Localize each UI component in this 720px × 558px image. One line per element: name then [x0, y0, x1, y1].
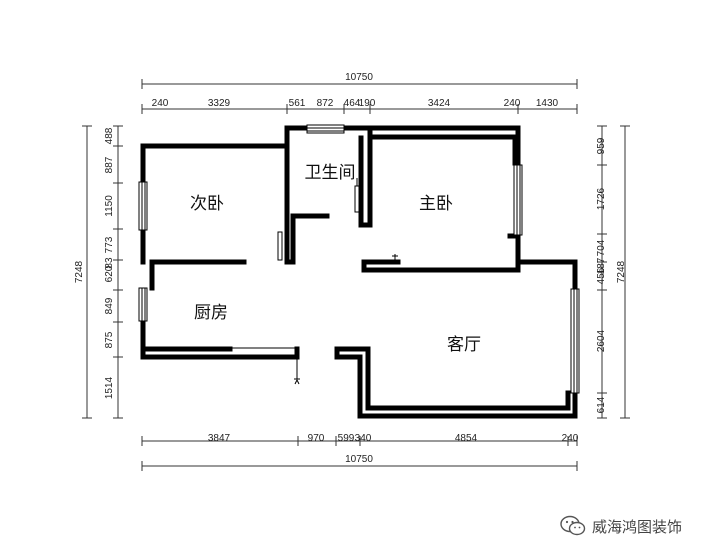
dim-right: 959 1726 704 456 187 2604 614 [596, 137, 607, 413]
dim-bottom-label: 340 [355, 433, 372, 444]
room-label-bathroom: 卫生间 [305, 163, 356, 183]
walls [140, 125, 578, 419]
dim-bottom-label: 599 [338, 433, 355, 444]
windows [138, 124, 580, 394]
dim-right-label: 187 [596, 257, 607, 274]
window-second-bedroom [138, 181, 148, 231]
dim-top-label: 240 [504, 98, 521, 109]
dim-left-extra: 83 [104, 257, 115, 269]
dim-left-label: 875 [104, 331, 115, 348]
dim-right-label: 456 [596, 267, 607, 284]
master-fixture [392, 254, 398, 262]
dim-left-label: 887 [104, 156, 115, 173]
window-bathroom [306, 124, 345, 134]
watermark-text: 威海鸿图装饰 [592, 517, 683, 536]
room-label-master-bedroom: 主卧 [419, 194, 453, 214]
dim-bottom-label: 4854 [455, 433, 478, 444]
wall-bathroom-right [358, 134, 373, 228]
dim-bottom-label: 970 [308, 433, 325, 444]
dim-right-total: 7248 [616, 260, 627, 283]
dim-top-label: 3424 [428, 98, 451, 109]
window-kitchen [138, 287, 148, 322]
dim-left-total: 7248 [74, 260, 85, 283]
dim-bottom: 3847 970 599 340 4854 240 [208, 433, 579, 444]
kitchen-fixture [294, 357, 300, 385]
dim-bottom-label: 3847 [208, 433, 231, 444]
dim-top-total: 10750 [345, 72, 373, 83]
dim-left-label: 773 [104, 236, 115, 253]
bedroom-fixture [277, 231, 283, 261]
wall-top-left [140, 125, 310, 185]
wall-living-top [361, 259, 521, 273]
room-label-kitchen: 厨房 [194, 303, 228, 323]
dim-right-label: 1726 [596, 187, 607, 210]
dim-top-label: 240 [152, 98, 169, 109]
dim-top-label: 190 [359, 98, 376, 109]
dim-left-label: 1150 [104, 195, 115, 217]
dim-top-label: 3329 [208, 98, 231, 109]
room-label-second-bedroom: 次卧 [190, 194, 224, 214]
dim-right-label: 704 [596, 239, 607, 256]
dim-right-label: 2604 [596, 329, 607, 352]
window-living-room [570, 288, 580, 394]
watermark: 威海鸿图装饰 [560, 515, 682, 537]
window-master-bedroom [513, 164, 523, 236]
wechat-icon [560, 515, 586, 536]
dim-left-label: 488 [104, 127, 115, 144]
dim-top-label: 464 [344, 98, 361, 109]
wall-living-bottom [334, 346, 578, 419]
dim-top-label: 872 [317, 98, 334, 109]
dim-left-label: 1514 [104, 376, 115, 399]
dim-left-label: 620 [104, 265, 115, 282]
dim-bottom-total: 10750 [345, 454, 373, 465]
dim-left-label: 849 [104, 297, 115, 314]
dim-right-label: 959 [596, 137, 607, 154]
dim-bottom-label: 240 [562, 433, 579, 444]
dim-right-label: 614 [596, 396, 607, 413]
dim-top-label: 1430 [536, 98, 559, 109]
dim-top: 240 3329 561 872 464 190 3424 240 1430 [152, 98, 559, 109]
dimension-lines [82, 79, 630, 471]
fixtures [231, 178, 398, 385]
dim-left: 488 887 1150 773 620 83 849 875 1514 [104, 127, 115, 399]
room-label-living-room: 客厅 [447, 335, 481, 355]
wall-bathroom-left [284, 143, 330, 265]
dim-top-label: 561 [289, 98, 306, 109]
